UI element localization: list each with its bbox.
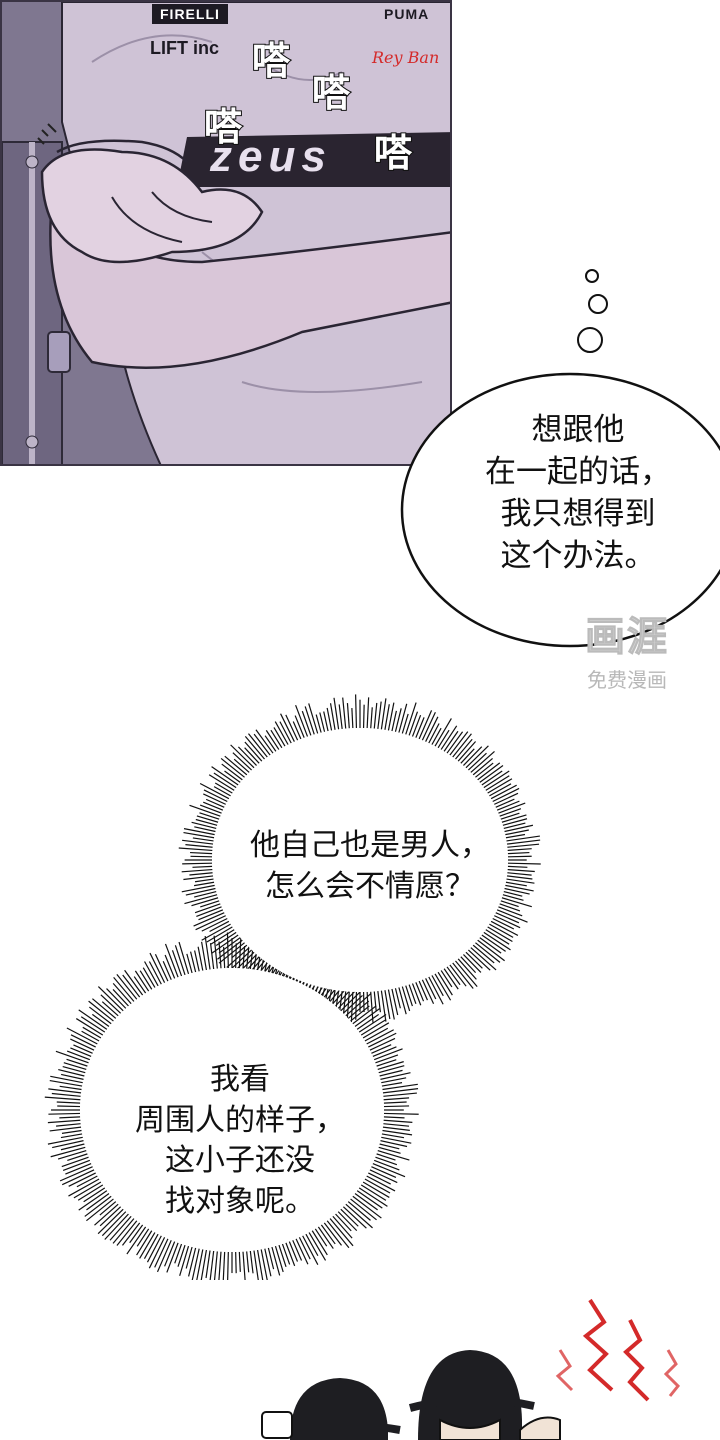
watermark-logo: 画涯 (585, 614, 669, 661)
sfx-tap-1: 嗒 (251, 38, 291, 84)
bottom-scene-art (261, 1298, 681, 1440)
burst-bubble-1-fill (212, 728, 508, 992)
thought-bubble-text: 想跟他 在一起的话， 我只想得到 这个办法。 (485, 412, 671, 574)
panel-art (2, 2, 450, 464)
watermark-subtitle: 免费漫画 (587, 668, 667, 692)
shirt-print-text: zeus (210, 132, 332, 181)
burst-bubble-2-text: 我看 周围人的样子， 这小子还没 找对象呢。 (135, 1062, 345, 1219)
burst-bubble-2-rays (44, 932, 419, 1280)
brand-reyban: Rey Ban (372, 48, 440, 67)
burst-bubble-2-fill (80, 968, 384, 1252)
burst-bubbles (44, 694, 541, 1280)
brand-puma: PUMA (384, 6, 430, 22)
comic-panel-top: FIRELLI LIFT inc PUMA Rey Ban zeus (0, 0, 452, 466)
burst-bubble-1-text: 他自己也是男人， 怎么会不情愿？ (250, 828, 490, 904)
sfx-tap-4: 嗒 (373, 130, 413, 176)
brand-firelli: FIRELLI (152, 4, 228, 24)
watermark: 画涯 免费漫画 (562, 604, 692, 693)
sfx-tap-3: 嗒 (203, 104, 243, 150)
brand-lift: LIFT inc (150, 38, 219, 58)
sfx-tap-2: 嗒 (311, 70, 351, 116)
thought-bubble-shape (400, 269, 720, 648)
